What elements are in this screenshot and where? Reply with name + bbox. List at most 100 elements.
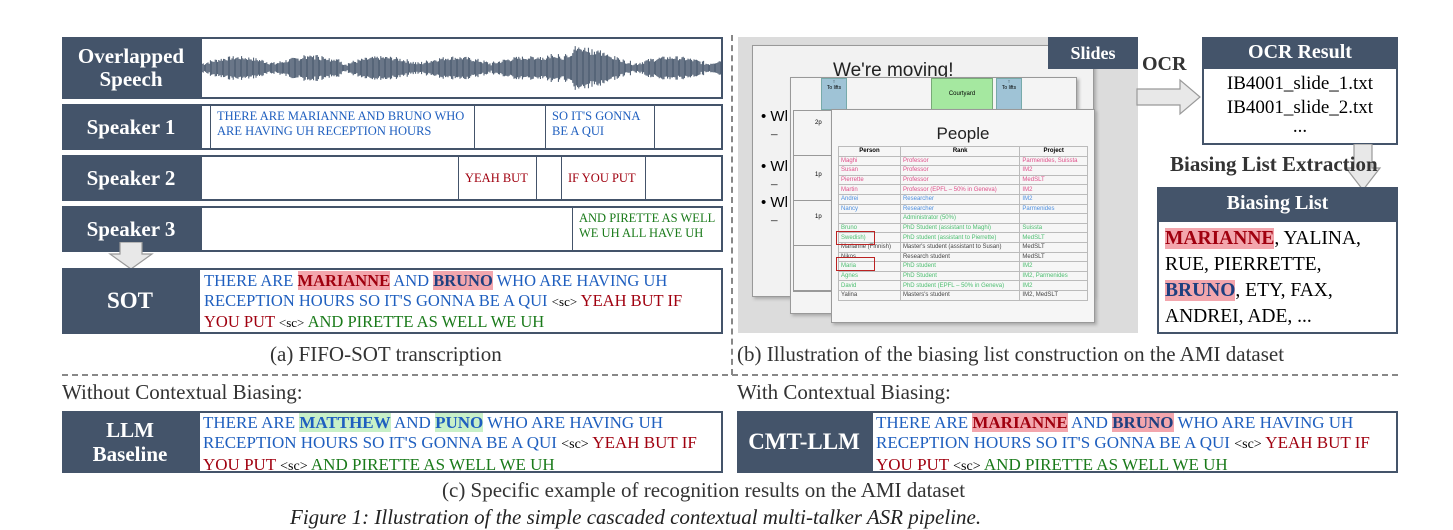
biasing-extraction-label: Biasing List Extraction <box>1170 152 1378 176</box>
down-arrow-icon <box>108 242 154 270</box>
people-table-cell: Agnes <box>838 270 901 282</box>
people-table-cell: Masters's student <box>899 289 1021 301</box>
waveform-box <box>200 37 723 99</box>
people-table-cell: PhD student <box>899 261 1021 272</box>
biasing-list: MARIANNE, YALINA, RUE, PIERRETTE, BRUNO,… <box>1157 220 1398 334</box>
highlight-matthew: MATTHEW <box>299 413 391 432</box>
caption-b: (b) Illustration of the biasing list con… <box>737 342 1285 366</box>
people-table-cell: Parmenides <box>1019 203 1088 215</box>
down-arrow-icon <box>1344 144 1382 191</box>
with-biasing-label: With Contextual Biasing: <box>737 380 951 404</box>
people-table-cell <box>1019 213 1088 224</box>
speaker-2-segment-1: YEAH BUT <box>458 157 537 199</box>
floorplan-lift-left: ↑To lifts <box>821 78 847 110</box>
people-table-cell: Martin <box>838 184 901 195</box>
slide-back-bullet: • Wl <box>761 158 788 175</box>
ocr-file-1: IB4001_slide_1.txt <box>1226 73 1374 94</box>
people-table-cell: PhD student (EPFL – 50% in Geneva) <box>899 280 1021 291</box>
people-table-cell: Nancy <box>838 203 901 215</box>
without-biasing-label: Without Contextual Biasing: <box>62 380 303 404</box>
biasing-word-bruno: BRUNO <box>1165 280 1236 301</box>
people-table-cell: IM2 <box>1019 184 1088 195</box>
people-table-cell: Maghi <box>838 155 901 167</box>
caption-c: (c) Specific example of recognition resu… <box>442 478 966 502</box>
speaker-2-track: YEAH BUT IF YOU PUT <box>200 155 723 201</box>
people-table-row: Administrator (50%) <box>838 213 1088 224</box>
people-table-cell: MedSLT <box>1019 232 1088 243</box>
people-table-cell: Professor <box>899 155 1021 167</box>
people-table-cell: MedSLT <box>1019 251 1088 263</box>
people-table-cell: David <box>838 280 901 291</box>
sot-output: THERE ARE MARIANNE AND BRUNO WHO ARE HAV… <box>198 268 723 334</box>
people-table-header: Rank <box>899 146 1021 157</box>
slide-back-title: We're moving! <box>833 60 954 81</box>
people-table-cell: Research student <box>899 251 1021 263</box>
slides-label: Slides <box>1048 37 1138 69</box>
figure-caption: Figure 1: Illustration of the simple cas… <box>290 505 982 529</box>
slides-area: We're moving! • Wl – • Wl – • Wl – ↑To l… <box>738 37 1138 333</box>
right-arrow-icon <box>1136 78 1201 116</box>
people-table-cell: Parmenides, Suissta <box>1019 155 1088 167</box>
speaker-1-label: Speaker 1 <box>62 104 200 150</box>
highlight-marianne: MARIANNE <box>297 271 391 290</box>
people-table-cell: IM2 <box>1019 261 1088 272</box>
waveform-trace <box>201 46 721 90</box>
people-table-cell: Professor (EPFL – 50% in Geneva) <box>899 184 1021 195</box>
sot-label: SOT <box>62 268 198 334</box>
people-table-cell: IM2, Parmenides <box>1019 270 1088 282</box>
people-table-cell <box>838 213 901 224</box>
sc-token: <sc> <box>561 437 589 452</box>
sc-token: <sc> <box>1234 437 1262 452</box>
speaker-1-segment-2: SO IT'S GONNA BE A QUI <box>545 106 655 148</box>
highlight-box-marianne <box>836 257 875 271</box>
highlight-bruno: BRUNO <box>433 271 493 290</box>
people-table-cell: PhD Student (assistant to Maghi) <box>899 222 1021 234</box>
slide-back-bullet: • Wl <box>761 194 788 211</box>
people-table-header: Project <box>1019 146 1088 157</box>
cmt-llm-label: CMT-LLM <box>737 411 871 473</box>
people-table-cell: IM2 <box>1019 280 1088 291</box>
people-table-cell: Researcher <box>899 203 1021 215</box>
ocr-file-2: IB4001_slide_2.txt <box>1226 97 1374 118</box>
people-table-row: Marianne (Finnish)Master's student (assi… <box>838 241 1088 253</box>
people-table-cell: Andrei <box>838 193 901 205</box>
ocr-result-title: OCR Result <box>1202 37 1398 67</box>
people-table-cell: PhD Student <box>899 270 1021 282</box>
cmt-llm-output: THERE ARE MARIANNE AND BRUNO WHO ARE HAV… <box>871 411 1398 474</box>
people-table-cell: MedSLT <box>1019 241 1088 253</box>
people-table-cell: Researcher <box>899 193 1021 205</box>
people-table-cell: Administrator (50%) <box>899 213 1021 224</box>
llm-baseline-label: LLM Baseline <box>62 411 198 473</box>
floorplan-lift-right: ↑To lifts <box>996 78 1022 110</box>
ocr-result-files: IB4001_slide_1.txt IB4001_slide_2.txt ..… <box>1202 67 1398 145</box>
ocr-file-more: ... <box>1292 116 1308 137</box>
speaker-3-label: Speaker 3 <box>62 206 200 252</box>
floorplan-courtyard: Courtyard <box>931 78 993 110</box>
overlapped-speech-label: Overlapped Speech <box>62 37 200 99</box>
slide-front-title: People <box>936 124 990 143</box>
people-table-cell: Master's student (assistant to Susan) <box>899 241 1021 253</box>
highlight-bruno: BRUNO <box>1112 413 1174 432</box>
speaker-2-segment-2: IF YOU PUT <box>561 157 646 199</box>
people-table-cell: Professor <box>899 174 1021 186</box>
sc-token: <sc> <box>953 459 981 474</box>
people-table-header: Person <box>838 146 901 157</box>
sc-token: <sc> <box>551 294 578 309</box>
speaker-1-track: THERE ARE MARIANNE AND BRUNO WHO ARE HAV… <box>200 104 723 150</box>
sc-token: <sc> <box>278 315 305 330</box>
horizontal-divider <box>62 374 1398 376</box>
sc-token: <sc> <box>280 459 308 474</box>
ocr-label: OCR <box>1142 53 1187 75</box>
